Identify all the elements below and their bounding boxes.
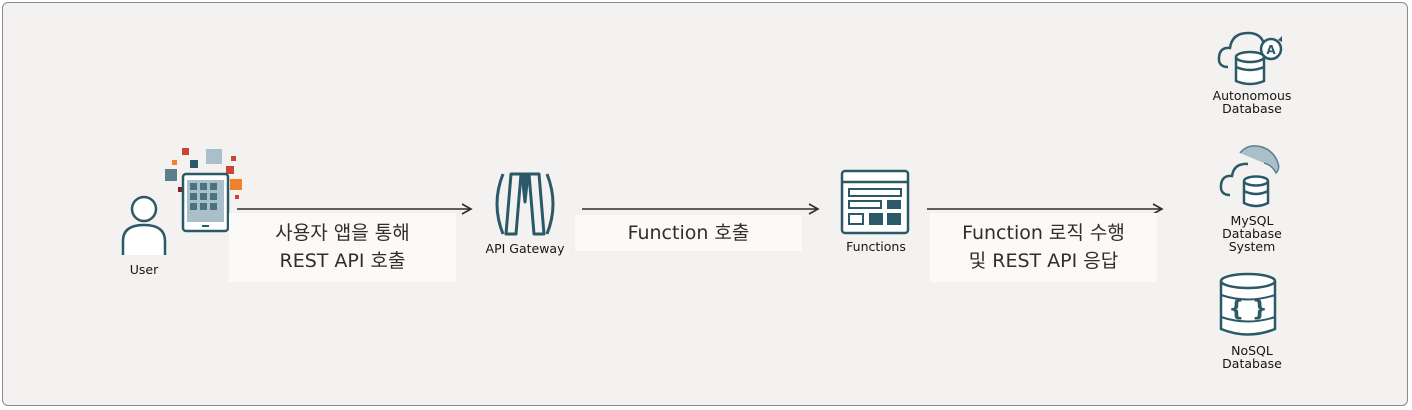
user-label: User [129,262,159,277]
autonomous-database-label-line2: Database [1222,101,1282,116]
nosql-database-icon: { } [1219,272,1277,336]
flow-label-invoke-line1: Function 호출 [627,222,750,244]
nosql-database-label: NoSQL Database [1197,344,1307,370]
flow-label-request-line2: REST API 호출 [279,250,406,272]
flow-label-response-line2: 및 REST API 응답 [968,250,1119,272]
autonomous-database-icon: A [1217,31,1283,86]
flow-label-response-line1: Function 로직 수행 [962,222,1125,244]
functions-icon [840,169,910,235]
user-device-icon [121,148,242,255]
mysql-database-label-line2: Database [1222,226,1282,241]
flow-label-response: Function 로직 수행 및 REST API 응답 [930,213,1157,282]
flow-label-request: 사용자 앱을 통해 REST API 호출 [229,213,456,282]
functions-label: Functions [846,239,906,254]
api-gateway-icon [495,172,555,236]
svg-text:{ }: { } [1229,297,1268,322]
autonomous-database-label-line1: Autonomous [1212,88,1292,103]
mysql-database-label-line3: System [1228,239,1276,254]
svg-text:A: A [1266,43,1276,57]
nosql-database-label-line2: Database [1222,356,1282,371]
flow-label-request-line1: 사용자 앱을 통해 [275,222,410,244]
nosql-database-label-line1: NoSQL [1231,343,1273,358]
flow-label-invoke: Function 호출 [575,215,802,251]
autonomous-database-label: Autonomous Database [1197,89,1307,115]
mysql-database-icon [1219,145,1280,208]
mysql-database-label-line1: MySQL [1230,213,1274,228]
api-gateway-label: API Gateway [485,241,565,256]
mysql-database-label: MySQL Database System [1197,214,1307,253]
